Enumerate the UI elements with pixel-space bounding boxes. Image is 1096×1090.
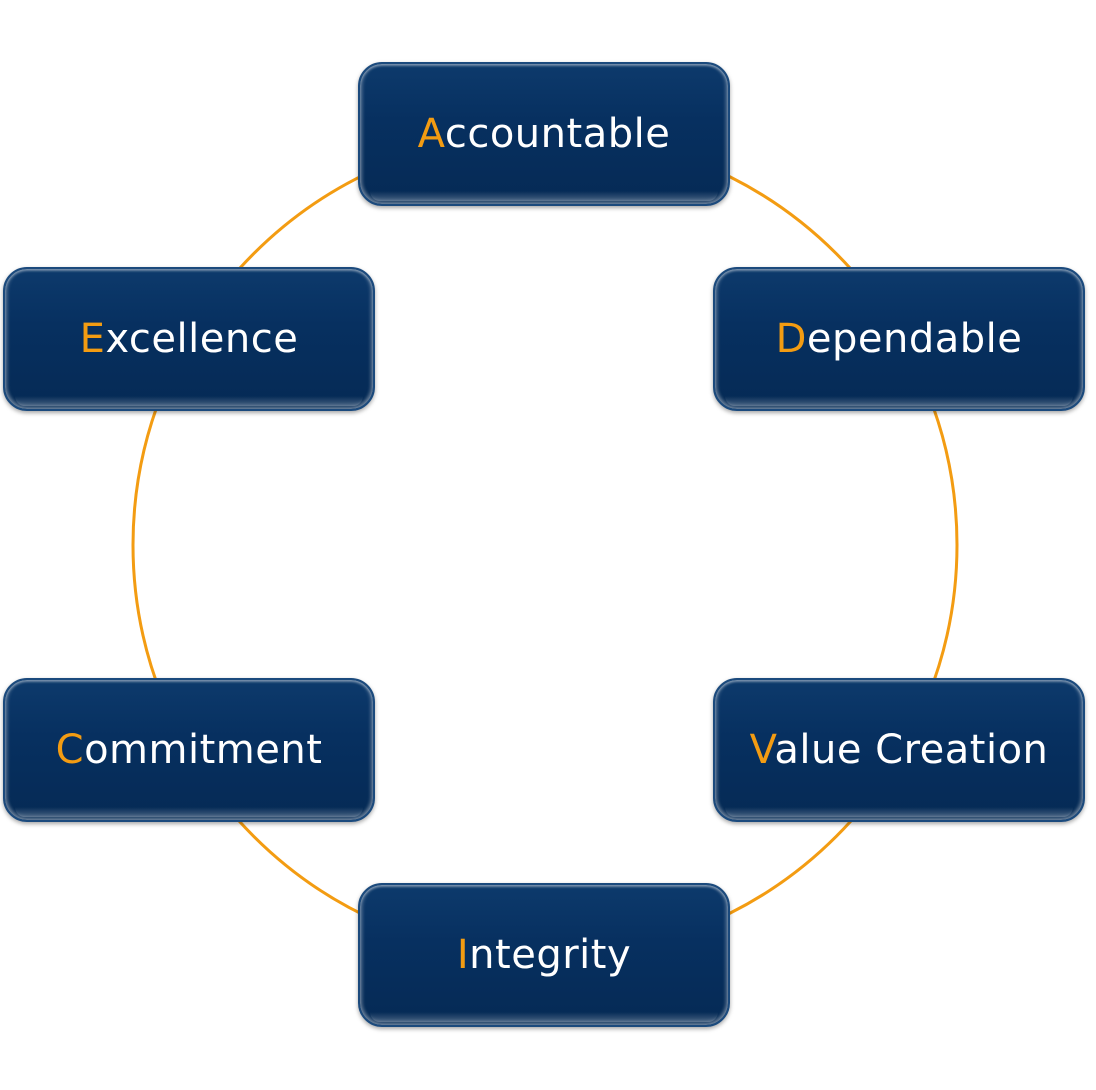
node-initial: E (79, 316, 106, 362)
node-label: Commitment (56, 727, 323, 773)
node-label-rest: ccountable (444, 111, 671, 157)
node-initial: A (417, 111, 445, 157)
node-initial: V (749, 727, 775, 773)
node-label-rest: alue Creation (774, 727, 1049, 773)
node-dependable: Dependable (713, 267, 1085, 411)
node-commitment: Commitment (3, 678, 375, 822)
cycle-ring-circle (131, 131, 959, 959)
node-initial: C (55, 727, 85, 773)
node-initial: D (775, 316, 807, 362)
node-label: Integrity (457, 932, 631, 978)
node-label-rest: ependable (806, 316, 1023, 362)
node-label: Accountable (418, 111, 671, 157)
node-label-rest: xcellence (105, 316, 299, 362)
node-label: Excellence (80, 316, 299, 362)
node-label: Dependable (776, 316, 1023, 362)
node-accountable: Accountable (358, 62, 730, 206)
node-initial: I (456, 932, 470, 978)
node-label: Value Creation (750, 727, 1049, 773)
node-label-rest: ommitment (84, 727, 323, 773)
node-value-creation: Value Creation (713, 678, 1085, 822)
node-label-rest: ntegrity (469, 932, 632, 978)
node-excellence: Excellence (3, 267, 375, 411)
node-integrity: Integrity (358, 883, 730, 1027)
